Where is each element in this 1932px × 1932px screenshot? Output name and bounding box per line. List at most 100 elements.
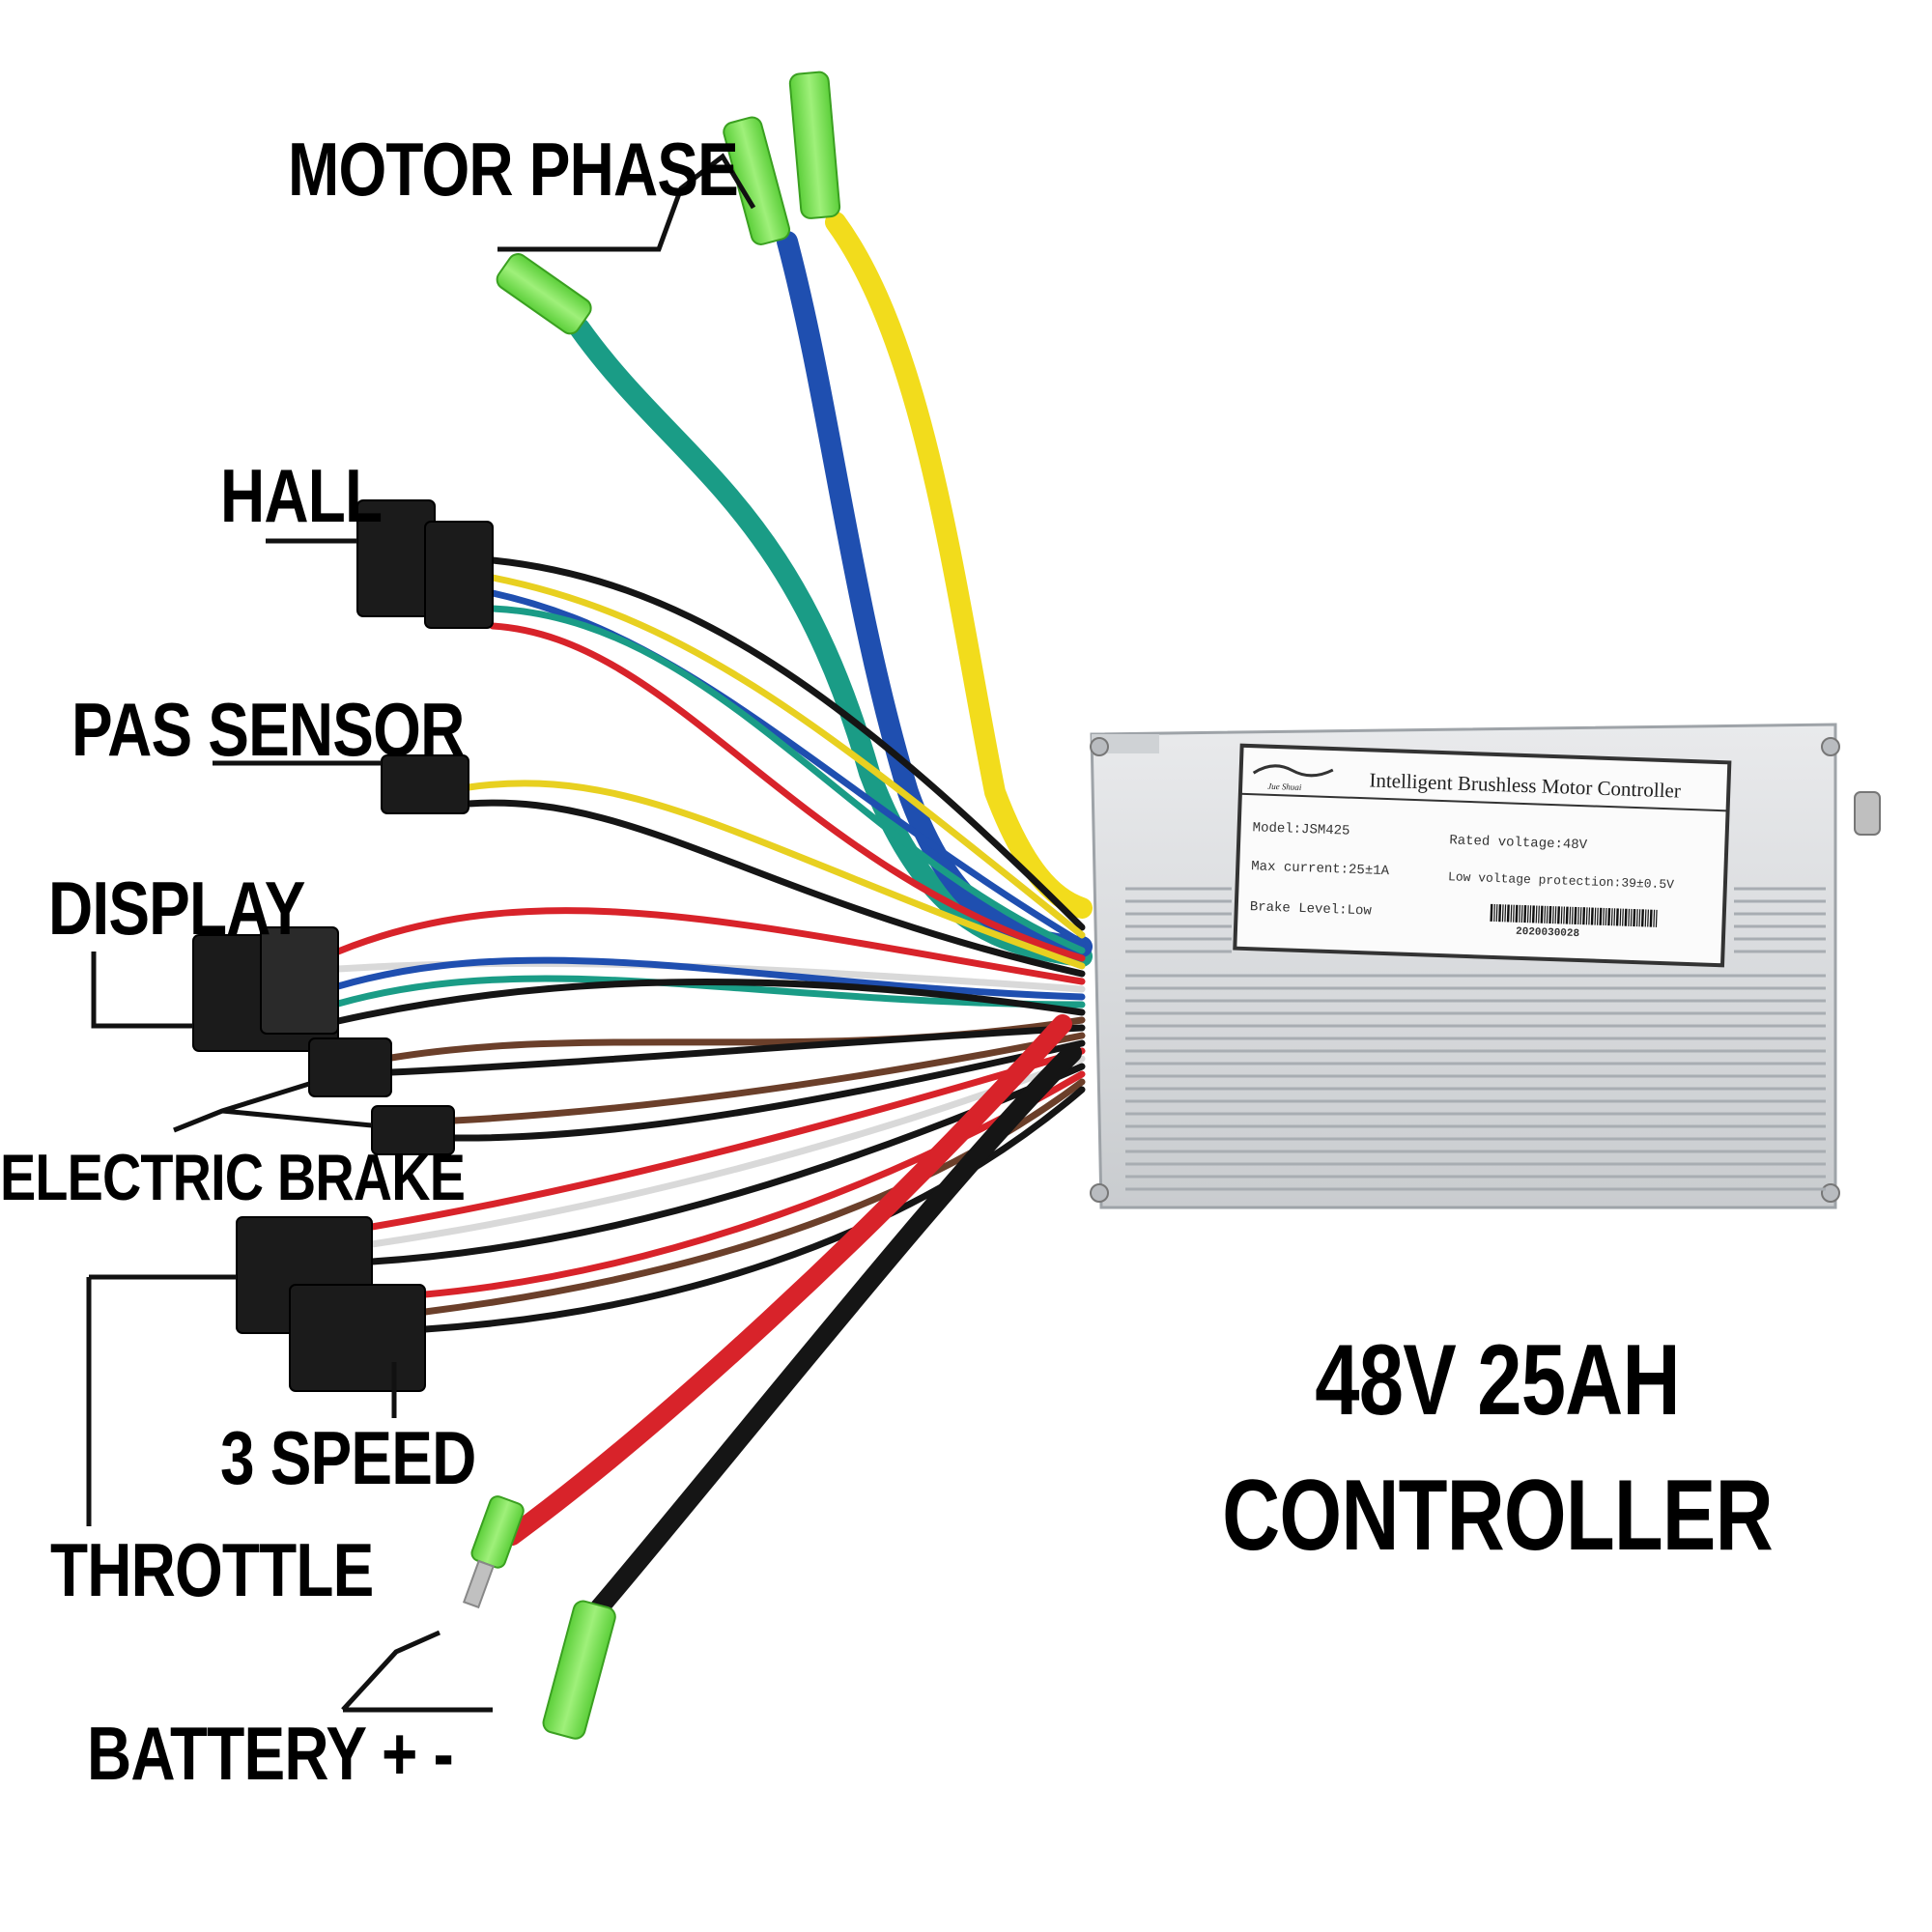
hall-wire-green — [489, 605, 1086, 954]
barcode-bar — [1577, 907, 1579, 925]
barcode-bar — [1565, 906, 1569, 924]
heading-line-1: 48V 25AH — [1315, 1324, 1680, 1436]
model-text: Model:JSM425 — [1252, 820, 1350, 839]
barcode-bar — [1644, 909, 1647, 927]
barcode-bar — [1607, 908, 1611, 926]
barcode-bar — [1554, 906, 1557, 924]
battery-tip-positive — [462, 1495, 525, 1609]
pas-connector — [381, 754, 469, 814]
barcode-bar — [1628, 908, 1631, 926]
phase-tips — [496, 71, 841, 335]
barcode-bar — [1501, 904, 1504, 923]
brake-wire-black — [387, 1024, 1086, 1076]
phase-tip-green — [496, 253, 592, 335]
brand-text: Jue Shuai — [1267, 781, 1302, 792]
controller-housing: Jue Shuai Intelligent Brushless Motor Co… — [1090, 723, 1881, 1209]
battery-tips — [462, 1495, 616, 1740]
screw-bottom-right — [1821, 1183, 1840, 1203]
barcode-bar — [1540, 905, 1544, 923]
barcode-bar — [1498, 904, 1502, 923]
barcode-bar — [1615, 908, 1619, 926]
pas-wire-black — [465, 799, 1086, 978]
barcode-bar — [1551, 906, 1554, 924]
barcode-bar — [1605, 908, 1607, 926]
brake2-wire-brown — [450, 1032, 1086, 1124]
barcode-bar — [1594, 907, 1597, 925]
barcode-bar — [1653, 909, 1656, 927]
label-motor-phase: MOTOR PHASE — [288, 127, 739, 212]
heat-sink-fins — [1125, 887, 1826, 1191]
barcode-bar — [1556, 906, 1561, 924]
motor-phase-callout — [497, 153, 756, 252]
barcode-bar — [1529, 905, 1532, 923]
barcode-bar — [1544, 905, 1547, 923]
phase-wire-yellow — [825, 212, 1093, 919]
phase-tip-yellow — [788, 71, 841, 219]
barcode-bar — [1622, 908, 1624, 926]
screw-top-left — [1090, 737, 1109, 756]
battery-wire-red — [502, 1014, 1072, 1546]
speed-wire-black — [421, 1086, 1086, 1333]
barcode-bar — [1603, 907, 1605, 925]
label-hall: HALL — [220, 453, 383, 538]
brand-logo — [1252, 764, 1334, 778]
heading-line-2: CONTROLLER — [1222, 1460, 1774, 1572]
barcode-bar — [1655, 909, 1658, 927]
screw-top-right — [1821, 737, 1840, 756]
barcode-bar — [1513, 904, 1515, 923]
barcode-bar — [1630, 908, 1633, 926]
barcode-bar — [1493, 903, 1495, 922]
barcode-bar — [1546, 905, 1548, 923]
barcode-bar — [1649, 909, 1653, 927]
battery-callout — [341, 1630, 493, 1713]
barcode-bar — [1510, 904, 1513, 923]
barcode-bar — [1535, 905, 1538, 923]
speed-connector — [289, 1284, 426, 1392]
screw-bottom-left — [1090, 1183, 1109, 1203]
barcode-bar — [1548, 905, 1552, 924]
rated-voltage-text: Rated voltage:48V — [1449, 833, 1588, 853]
hall-wire-yellow — [489, 574, 1086, 939]
label-battery: BATTERY + - — [87, 1711, 454, 1796]
barcode-bar — [1574, 906, 1577, 924]
barcode-bar — [1504, 904, 1507, 923]
display-connector — [192, 926, 339, 1052]
barcode-bar — [1515, 904, 1519, 923]
barcode-bar — [1490, 903, 1493, 922]
throttle-wire-red — [368, 1047, 1086, 1231]
display-callout — [91, 952, 193, 1029]
barcode-bar — [1523, 905, 1527, 923]
barcode-bar — [1520, 904, 1523, 923]
throttle-callout — [86, 1274, 237, 1526]
battery-wire-black — [589, 1043, 1082, 1618]
serial-number: 2020030028 — [1516, 926, 1580, 940]
label-pas-sensor: PAS SENSOR — [71, 687, 465, 772]
phase-wire-blue — [777, 231, 1093, 957]
barcode-bar — [1538, 905, 1540, 923]
speed-wire-red — [421, 1070, 1086, 1298]
brake2-wire-black — [450, 1039, 1086, 1142]
barcode-bar — [1590, 907, 1594, 925]
display-wire-blue — [334, 956, 1086, 1001]
barcode-bar — [1596, 907, 1599, 925]
battery-tip-negative — [542, 1600, 616, 1740]
hall-wire-blue — [489, 589, 1086, 947]
barcode-bar — [1526, 905, 1529, 923]
brake-connector-1 — [308, 1037, 392, 1097]
callout-lines — [86, 153, 756, 1713]
barcode-bar — [1610, 908, 1613, 926]
label-display: DISPLAY — [48, 866, 305, 951]
hall-wire-black — [489, 556, 1086, 931]
hall-wire-red — [489, 622, 1086, 962]
barcode-bar — [1569, 906, 1572, 924]
wires — [334, 212, 1093, 1618]
label-3-speed: 3 SPEED — [220, 1415, 476, 1500]
barcode — [1490, 903, 1658, 927]
barcode-bar — [1638, 909, 1641, 927]
barcode-bar — [1613, 908, 1616, 926]
barcode-bar — [1531, 905, 1535, 923]
barcode-bar — [1640, 909, 1644, 927]
pas-wire-yellow — [465, 780, 1086, 970]
barcode-bar — [1560, 906, 1563, 924]
hall-connector — [356, 499, 494, 629]
